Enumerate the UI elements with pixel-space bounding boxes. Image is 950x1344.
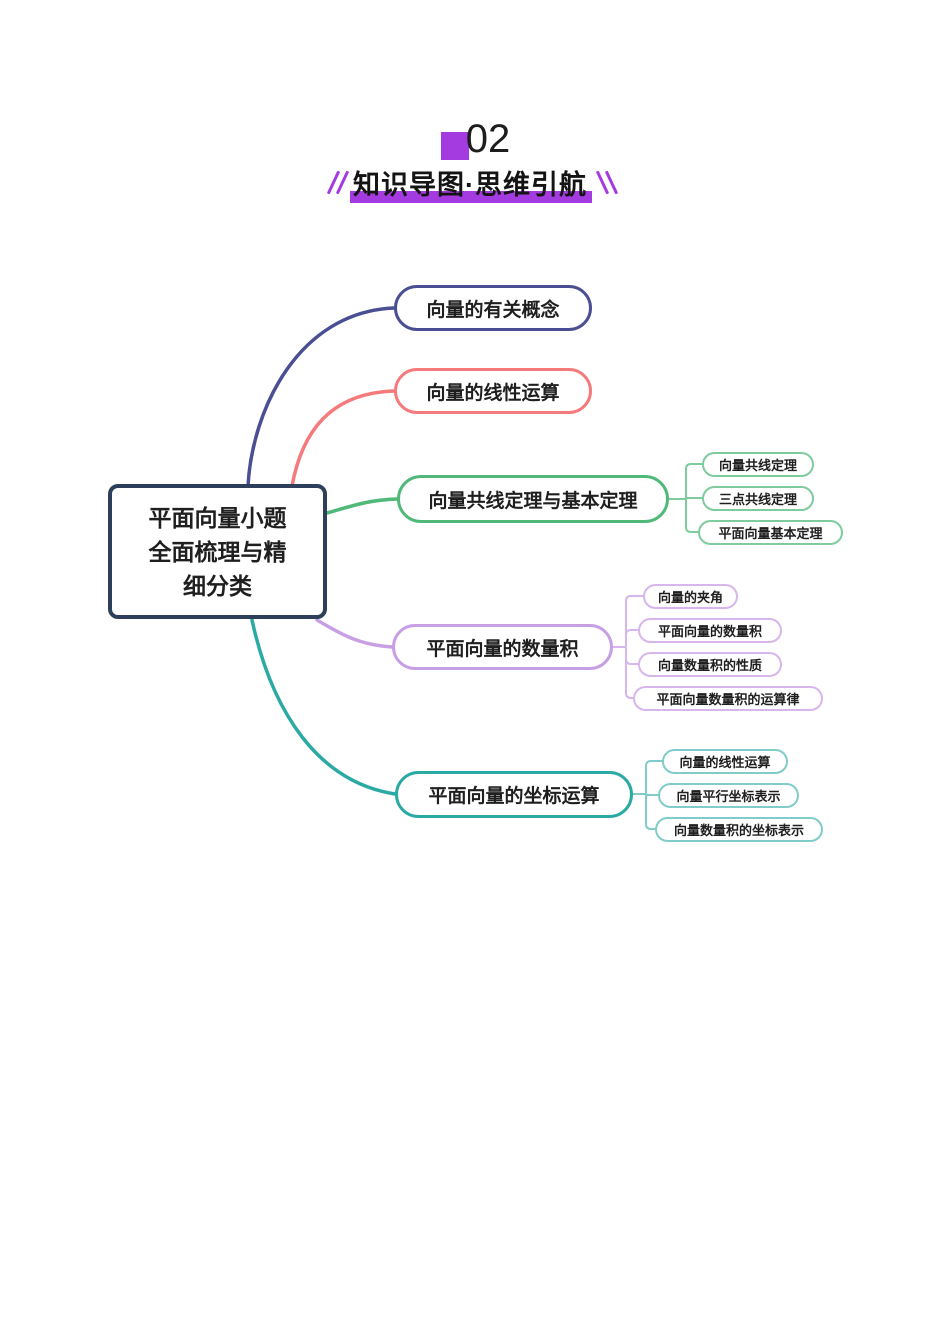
branch-curve-collinear-theorem: [325, 497, 399, 515]
child-node: 向量数量积的坐标表示: [655, 817, 823, 842]
chapter-number: 02: [465, 117, 511, 161]
child-connector: [685, 463, 703, 500]
root-label-line: 细分类: [183, 572, 252, 599]
child-connector: [625, 646, 634, 699]
chapter-number-accent-square: [441, 132, 469, 160]
branch-node-dot-product: 平面向量的数量积: [392, 624, 613, 670]
branch-node-vector-concepts: 向量的有关概念: [394, 285, 592, 331]
mindmap-root-node: 平面向量小题 全面梳理与精 细分类: [108, 484, 327, 619]
child-node: 平面向量数量积的运算律: [633, 686, 823, 711]
child-connector: [625, 646, 639, 665]
child-node: 三点共线定理: [702, 486, 814, 511]
child-node: 向量平行坐标表示: [658, 783, 799, 808]
child-node: 向量数量积的性质: [638, 652, 782, 677]
root-label-line: 全面梳理与精: [148, 538, 287, 565]
child-connector: [685, 498, 699, 533]
child-node: 向量的线性运算: [662, 749, 788, 774]
child-connector: [645, 793, 656, 830]
child-node: 向量的夹角: [643, 584, 738, 609]
branch-curve-linear-ops: [290, 389, 396, 488]
child-node: 平面向量的数量积: [638, 618, 782, 643]
section-title-underline: [350, 191, 592, 203]
branch-curve-dot-product: [315, 618, 394, 649]
branch-curve-coordinate-ops: [250, 618, 397, 796]
root-label-line: 平面向量小题: [148, 504, 287, 531]
child-connector: [625, 629, 639, 648]
branch-node-coordinate-operations: 平面向量的坐标运算: [395, 771, 633, 818]
branch-curve-concepts: [246, 306, 396, 488]
child-node: 平面向量基本定理: [698, 520, 843, 545]
section-title: 知识导图·思维引航: [353, 170, 587, 200]
section-title-wrap: 知识导图·思维引航: [0, 163, 940, 203]
branch-node-collinear-theorem: 向量共线定理与基本定理: [397, 475, 669, 523]
child-node: 向量共线定理: [702, 452, 814, 477]
branch-node-linear-operations: 向量的线性运算: [394, 368, 592, 414]
